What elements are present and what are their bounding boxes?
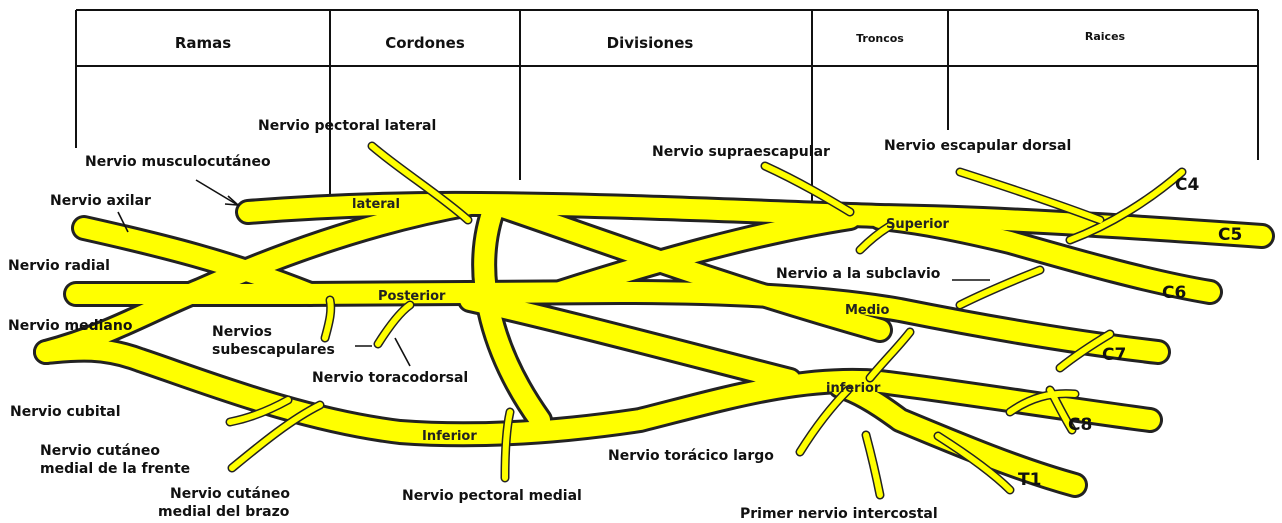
label-supraescapular: Nervio supraescapular xyxy=(652,144,830,160)
subescapular-branch-2 xyxy=(378,305,410,344)
trunk-medio: Medio xyxy=(845,303,890,318)
musculocutaneo-arrow xyxy=(196,180,236,204)
label-toracodorsal: Nervio toracodorsal xyxy=(312,370,468,386)
label-cubital: Nervio cubital xyxy=(10,404,121,420)
label-radial: Nervio radial xyxy=(8,258,110,274)
toracodorsal-pointer xyxy=(395,338,410,366)
label-toracico-largo: Nervio torácico largo xyxy=(608,448,774,464)
label-cutaneo-frente-line1: Nervio cutáneo xyxy=(40,443,160,459)
label-mediano: Nervio mediano xyxy=(8,318,133,334)
header-raices: Raices xyxy=(1085,30,1126,43)
trunk-superior: Superior xyxy=(886,217,950,232)
cord-inferior: Inferior xyxy=(422,429,477,444)
root-c7: C7 xyxy=(1102,345,1126,365)
label-subclavio: Nervio a la subclavio xyxy=(776,266,941,282)
label-pectoral-lateral: Nervio pectoral lateral xyxy=(258,118,436,134)
trunk-inferior: inferior xyxy=(826,381,881,396)
label-cutaneo-brazo-line2: medial del brazo xyxy=(158,504,290,520)
cord-lateral: lateral xyxy=(352,197,400,212)
label-intercostal: Primer nervio intercostal xyxy=(740,506,938,522)
header-ramas: Ramas xyxy=(175,34,231,52)
label-cutaneo-brazo-line1: Nervio cutáneo xyxy=(170,486,290,502)
label-escapular-dorsal: Nervio escapular dorsal xyxy=(884,138,1071,154)
label-axilar: Nervio axilar xyxy=(50,193,151,209)
root-t1: T1 xyxy=(1018,470,1041,490)
root-c4: C4 xyxy=(1175,175,1199,195)
nerve-network xyxy=(46,146,1262,495)
label-subescapulares-line1: Nervios xyxy=(212,324,272,340)
root-c6: C6 xyxy=(1162,283,1186,303)
label-musculocutaneo: Nervio musculocutáneo xyxy=(85,154,271,170)
header-divisiones: Divisiones xyxy=(607,34,694,52)
toracico-largo-branch xyxy=(800,390,848,452)
root-c8: C8 xyxy=(1068,415,1092,435)
cord-posterior: Posterior xyxy=(378,289,446,304)
label-subescapulares-line2: subescapulares xyxy=(212,342,335,358)
c6-c7-connector xyxy=(960,270,1040,305)
label-cutaneo-frente-line2: medial de la frente xyxy=(40,461,190,477)
label-pectoral-medial: Nervio pectoral medial xyxy=(402,488,582,504)
header-troncos: Troncos xyxy=(856,32,904,45)
column-headers: Ramas Cordones Divisiones Troncos Raices xyxy=(175,30,1126,52)
inferior-cubital-path xyxy=(46,350,1150,435)
root-c5: C5 xyxy=(1218,225,1242,245)
header-cordones: Cordones xyxy=(385,34,465,52)
